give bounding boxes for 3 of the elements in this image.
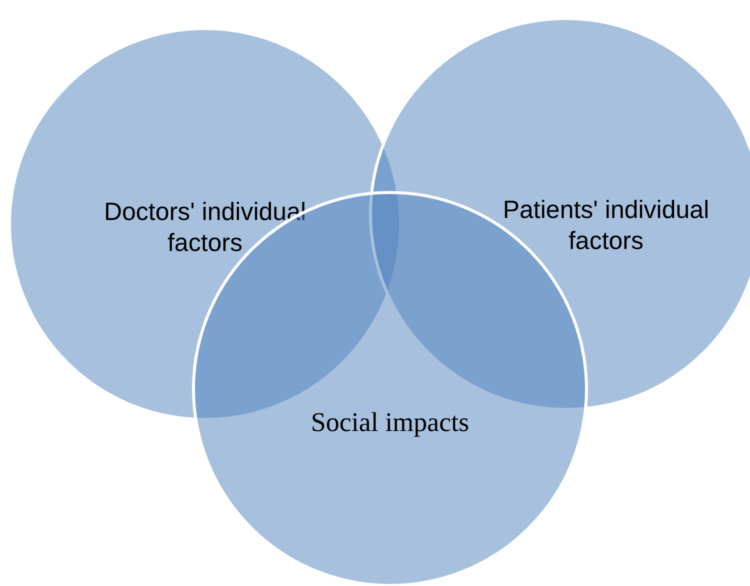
circle-label: Patients' individual factors (502, 194, 710, 257)
circle-label: Doctors' individual factors (102, 196, 308, 259)
circle-label: Social impacts (310, 406, 470, 439)
